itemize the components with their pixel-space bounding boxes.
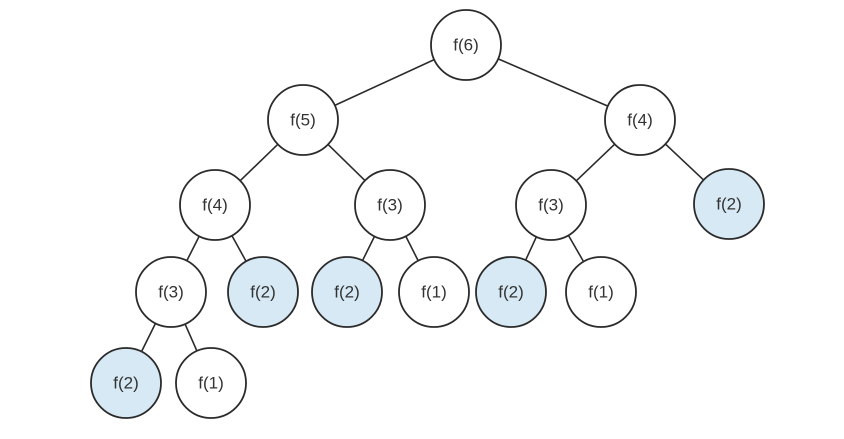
node-label: f(3) bbox=[538, 196, 564, 215]
node-label: f(2) bbox=[334, 283, 360, 302]
node-label: f(2) bbox=[498, 283, 524, 302]
tree-node-repeated: f(2) bbox=[227, 256, 299, 328]
tree-edge bbox=[361, 235, 376, 262]
tree-nodes: f(6) f(5) f(4) f(4) f(3) f(3) f(2) f(3) f(2) f(2)… bbox=[90, 9, 765, 419]
node-circle bbox=[515, 169, 587, 241]
tree-edge bbox=[140, 322, 157, 353]
node-label: f(1) bbox=[198, 374, 224, 393]
tree-edge bbox=[404, 235, 420, 262]
node-circle bbox=[475, 256, 547, 328]
node-label: f(3) bbox=[158, 283, 184, 302]
tree-node: f(3) bbox=[354, 169, 426, 241]
node-label: f(1) bbox=[588, 283, 614, 302]
node-circle bbox=[90, 347, 162, 419]
tree-node-repeated: f(2) bbox=[475, 256, 547, 328]
tree-edge bbox=[333, 58, 436, 107]
node-label: f(2) bbox=[250, 283, 276, 302]
tree-node: f(1) bbox=[565, 256, 637, 328]
node-circle bbox=[604, 84, 676, 156]
tree-edge bbox=[524, 235, 538, 262]
node-label: f(5) bbox=[290, 111, 316, 130]
node-label: f(4) bbox=[202, 196, 228, 215]
tree-node: f(3) bbox=[135, 256, 207, 328]
node-label: f(2) bbox=[113, 374, 139, 393]
node-circle bbox=[430, 9, 502, 81]
node-circle bbox=[398, 256, 470, 328]
tree-edge bbox=[231, 234, 247, 263]
node-label: f(6) bbox=[453, 36, 479, 55]
tree-node: f(5) bbox=[267, 84, 339, 156]
tree-edges bbox=[140, 58, 705, 353]
tree-edge bbox=[239, 143, 279, 182]
node-circle bbox=[565, 256, 637, 328]
tree-edge bbox=[567, 234, 585, 263]
tree-edge bbox=[664, 143, 705, 181]
tree-edge bbox=[184, 323, 198, 352]
node-circle bbox=[135, 256, 207, 328]
tree-node-repeated: f(2) bbox=[90, 347, 162, 419]
tree-edge bbox=[497, 58, 609, 107]
node-circle bbox=[179, 169, 251, 241]
tree-edge bbox=[327, 143, 366, 182]
node-circle bbox=[693, 168, 765, 240]
tree-node: f(6) bbox=[430, 9, 502, 81]
node-circle bbox=[354, 169, 426, 241]
node-label: f(2) bbox=[716, 195, 742, 214]
tree-node: f(4) bbox=[604, 84, 676, 156]
node-circle bbox=[175, 347, 247, 419]
node-circle bbox=[311, 256, 383, 328]
tree-node-repeated: f(2) bbox=[311, 256, 383, 328]
node-label: f(4) bbox=[627, 111, 653, 130]
tree-edge bbox=[575, 143, 616, 182]
node-label: f(3) bbox=[377, 196, 403, 215]
node-circle bbox=[267, 84, 339, 156]
node-label: f(1) bbox=[421, 283, 447, 302]
tree-node: f(1) bbox=[175, 347, 247, 419]
tree-node-repeated: f(2) bbox=[693, 168, 765, 240]
tree-node: f(4) bbox=[179, 169, 251, 241]
tree-edge bbox=[185, 235, 201, 262]
tree-node: f(3) bbox=[515, 169, 587, 241]
tree-node: f(1) bbox=[398, 256, 470, 328]
node-circle bbox=[227, 256, 299, 328]
